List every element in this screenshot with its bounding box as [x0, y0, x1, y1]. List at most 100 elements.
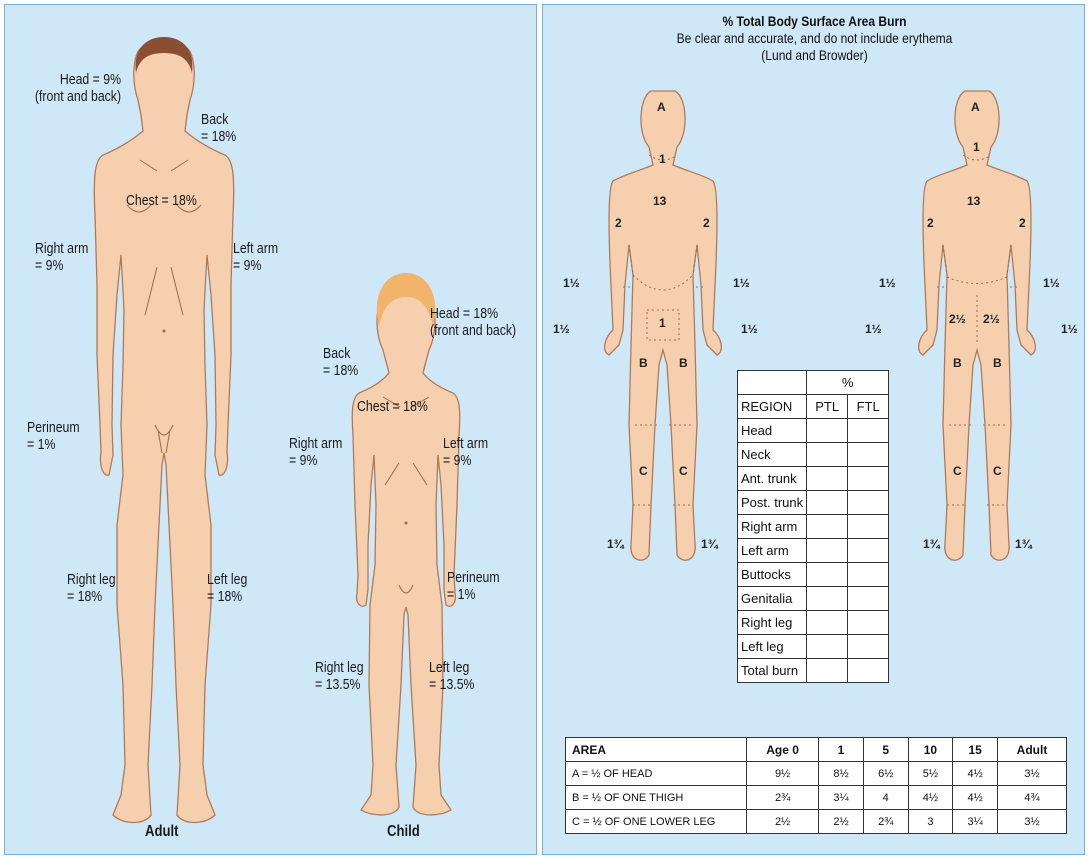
region-ftl-cell[interactable]	[848, 515, 889, 539]
age-table-header: AREA Age 0 1 5 10 15 Adult	[566, 738, 1067, 762]
region-row: Total burn	[738, 659, 889, 683]
age-table-value-cell: 9½	[747, 762, 819, 786]
back-head-label: A	[971, 100, 980, 114]
back-figure: A 1 13 2 2 1½ 1½ 1½ 1½ 2½ 2½ B B C C 1¾ …	[865, 91, 1078, 560]
adult-head-label: Head = 9% (front and back)	[35, 71, 121, 105]
region-ftl-cell[interactable]	[848, 611, 889, 635]
back-hand-r-label: 1½	[865, 322, 882, 336]
region-column-header: REGION	[738, 395, 807, 419]
adult-left-arm-label: Left arm = 9%	[233, 240, 278, 274]
back-upper-arm-l-label: 2	[1019, 216, 1026, 230]
age-table-value-cell: 4½	[953, 786, 998, 810]
back-forearm-l-label: 1½	[1043, 276, 1060, 290]
region-name: Total burn	[738, 659, 807, 683]
region-ptl-cell[interactable]	[807, 419, 848, 443]
back-forearm-r-label: 1½	[879, 276, 896, 290]
adult-figure	[94, 37, 233, 823]
region-name: Ant. trunk	[738, 467, 807, 491]
adult-left-leg-label: Left leg = 18%	[207, 571, 247, 605]
lund-browder-panel: % Total Body Surface Area Burn Be clear …	[542, 4, 1085, 855]
front-leg-r-label: C	[639, 464, 648, 478]
adult-head-note: (front and back)	[35, 88, 121, 105]
front-figure: A 1 13 2 2 1½ 1½ 1½ 1½ 1 B B C C 1¾ 1¾	[553, 91, 758, 560]
region-ptl-cell[interactable]	[807, 515, 848, 539]
child-left-leg-value: = 13.5%	[429, 676, 474, 693]
age-table-value-cell: 2¾	[863, 810, 908, 834]
back-buttock-r-label: 2½	[949, 312, 966, 326]
region-ftl-cell[interactable]	[848, 563, 889, 587]
region-ptl-cell[interactable]	[807, 611, 848, 635]
front-head-label: A	[657, 100, 666, 114]
age-table-value-cell: 4½	[908, 786, 953, 810]
back-thigh-l-label: B	[993, 356, 1002, 370]
region-row: Left arm	[738, 539, 889, 563]
region-ftl-cell[interactable]	[848, 659, 889, 683]
back-neck-label: 1	[973, 140, 980, 154]
region-ptl-cell[interactable]	[807, 563, 848, 587]
region-row: Ant. trunk	[738, 467, 889, 491]
region-ptl-cell[interactable]	[807, 491, 848, 515]
region-ptl-cell[interactable]	[807, 539, 848, 563]
age-table-area-cell: B = ½ OF ONE THIGH	[566, 786, 747, 810]
region-ftl-cell[interactable]	[848, 635, 889, 659]
front-foot-r-label: 1¾	[607, 537, 625, 551]
age-table-age15-header: 15	[953, 738, 998, 762]
region-ptl-cell[interactable]	[807, 587, 848, 611]
front-hand-l-label: 1½	[741, 322, 758, 336]
region-ptl-cell[interactable]	[807, 659, 848, 683]
child-left-arm-label: Left arm = 9%	[443, 435, 488, 469]
child-right-leg-value: = 13.5%	[315, 676, 364, 693]
age-table-age0-header: Age 0	[747, 738, 819, 762]
back-upper-arm-r-label: 2	[927, 216, 934, 230]
back-leg-r-label: C	[953, 464, 962, 478]
back-buttock-l-label: 2½	[983, 312, 1000, 326]
child-right-arm-label: Right arm = 9%	[289, 435, 342, 469]
adult-right-arm-name: Right arm	[35, 240, 88, 257]
child-perineum-label: Perineum = 1%	[447, 569, 500, 603]
back-foot-l-label: 1¾	[1015, 537, 1033, 551]
region-name: Buttocks	[738, 563, 807, 587]
child-back-name: Back	[323, 345, 358, 362]
age-table-value-cell: 3¼	[953, 810, 998, 834]
age-table-value-cell: 4	[863, 786, 908, 810]
region-ptl-cell[interactable]	[807, 467, 848, 491]
region-ftl-cell[interactable]	[848, 419, 889, 443]
age-table-age5-header: 5	[863, 738, 908, 762]
child-caption: Child	[387, 823, 420, 840]
region-ftl-cell[interactable]	[848, 587, 889, 611]
adult-back-value: = 18%	[201, 128, 236, 145]
age-table-area-cell: C = ½ OF ONE LOWER LEG	[566, 810, 747, 834]
region-ftl-cell[interactable]	[848, 467, 889, 491]
region-name: Left leg	[738, 635, 807, 659]
front-thigh-r-label: B	[639, 356, 648, 370]
region-ftl-cell[interactable]	[848, 539, 889, 563]
adult-right-leg-name: Right leg	[67, 571, 116, 588]
front-hand-r-label: 1½	[553, 322, 570, 336]
front-forearm-r-label: 1½	[563, 276, 580, 290]
age-table-value-cell: 3	[908, 810, 953, 834]
child-head-label: Head = 18% (front and back)	[430, 305, 516, 339]
child-head-note: (front and back)	[430, 322, 516, 339]
adult-left-arm-value: = 9%	[233, 257, 278, 274]
region-ftl-cell[interactable]	[848, 443, 889, 467]
child-right-leg-name: Right leg	[315, 659, 364, 676]
adult-chest-label: Chest = 18%	[126, 192, 197, 209]
rule-of-nines-panel: .skin { fill: #f6cfae; stroke: #b07a58; …	[4, 4, 537, 855]
age-table-adult-header: Adult	[997, 738, 1066, 762]
region-ftl-cell[interactable]	[848, 491, 889, 515]
child-left-arm-value: = 9%	[443, 452, 488, 469]
region-ptl-cell[interactable]	[807, 635, 848, 659]
adult-right-arm-value: = 9%	[35, 257, 88, 274]
adult-left-arm-name: Left arm	[233, 240, 278, 257]
child-left-leg-label: Left leg = 13.5%	[429, 659, 474, 693]
region-name: Head	[738, 419, 807, 443]
region-row: Right arm	[738, 515, 889, 539]
age-table-area-cell: A = ½ OF HEAD	[566, 762, 747, 786]
age-table-value-cell: 8½	[819, 762, 864, 786]
back-trunk-label: 13	[967, 194, 981, 208]
body-figures: .skin { fill: #f6cfae; stroke: #b07a58; …	[5, 5, 538, 856]
region-ptl-cell[interactable]	[807, 443, 848, 467]
child-left-leg-name: Left leg	[429, 659, 474, 676]
